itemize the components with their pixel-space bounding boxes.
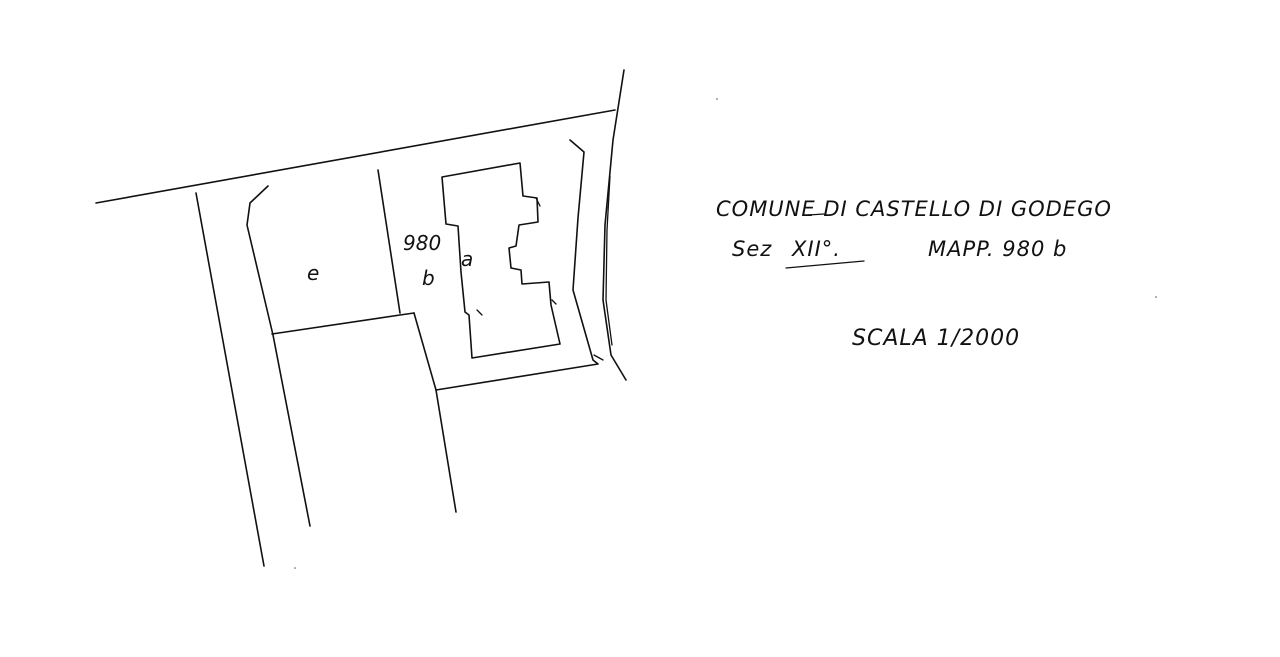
parcel-number: 980 [403, 231, 441, 255]
paper-speck [1155, 296, 1157, 298]
parcel-980-outline [435, 139, 599, 391]
road-right-inner [605, 175, 613, 346]
road-right-edge [602, 69, 627, 381]
parcel-sub-letter: b [422, 266, 435, 290]
paper-speck [294, 567, 296, 569]
caption-comune: COMUNE DI CASTELLO DI GODEGO [716, 197, 1112, 221]
caption-scale: SCALA 1/2000 [852, 326, 1020, 351]
building-tick-b [551, 299, 557, 305]
parcel-980-tick [593, 354, 604, 361]
parcel-mark-a: a [461, 247, 473, 271]
strip-left-outer [195, 192, 265, 567]
building-tick-c [476, 309, 483, 316]
road-top-edge [95, 109, 616, 204]
strip-center-left [413, 312, 457, 513]
parcel-left-boundary [246, 185, 311, 527]
paper-speck [716, 98, 718, 100]
caption-underline-comune [807, 213, 825, 216]
parcel-bottom-left [271, 312, 415, 335]
parcel-mark-left: e [307, 261, 319, 285]
parcel-divider [377, 169, 401, 314]
caption-sez-prefix: Sez [732, 237, 772, 261]
caption-mappale: MAPP. 980 b [928, 237, 1067, 261]
building-tick-a [535, 197, 541, 207]
building-footprint [441, 162, 561, 359]
caption-sez-number: XII°. [791, 237, 841, 261]
caption-underline-sez [785, 260, 865, 269]
